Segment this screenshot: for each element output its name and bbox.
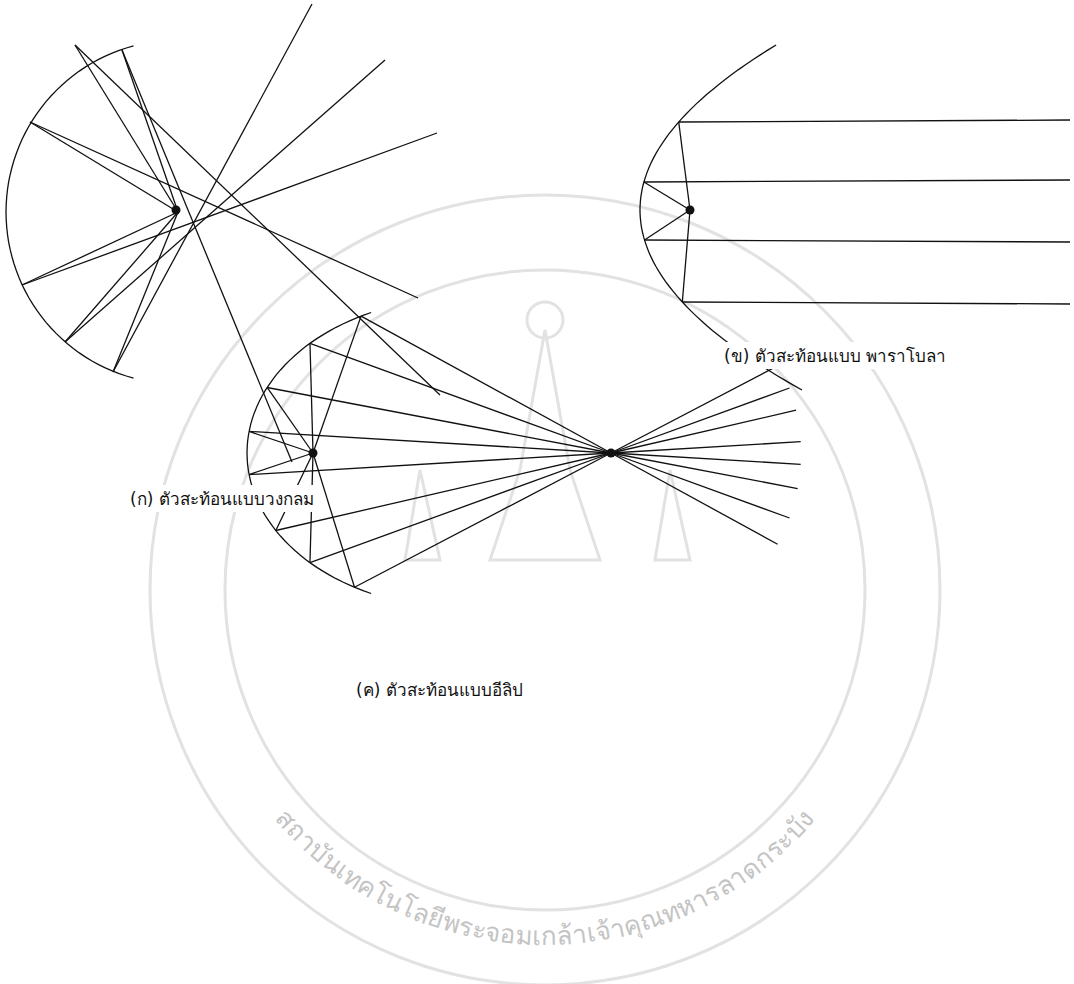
light-ray [310,343,611,453]
light-ray [611,410,796,453]
light-ray [611,453,801,464]
light-ray [644,180,1070,182]
light-ray [611,442,801,453]
figure-caption: (ก) ตัวสะท้อนแบบวงกลม [128,485,316,512]
focal-point [606,449,615,458]
watermark-text: สถาบันเทคโนโลยีพระจอมเกล้าเจ้าคุณทหารลาด… [270,803,821,950]
light-ray [122,50,178,212]
figure-caption: (ข) ตัวสะท้อนแบบ พาราโบลา [722,342,948,369]
elliptical-reflector [247,313,801,594]
light-ray [679,120,1070,122]
light-ray [310,343,313,453]
light-ray [679,122,690,210]
focal-point [309,449,318,458]
watermark-seal [150,195,940,984]
light-ray [682,302,1070,304]
light-ray [611,365,779,453]
light-ray [361,316,611,453]
light-ray [310,453,611,563]
light-ray [65,212,178,342]
light-ray [30,122,178,212]
light-ray [113,4,312,372]
parabola-curve [640,45,802,390]
light-ray [267,387,313,453]
watermark-path [190,590,900,945]
light-ray [276,453,611,531]
light-ray [122,50,292,462]
light-ray [22,212,178,285]
circle-arc [6,46,134,378]
light-ray [611,453,778,544]
light-ray [313,453,354,587]
focal-point [686,206,695,215]
focal-point [172,206,181,215]
figure-caption: (ค) ตัวสะท้อนแบบอีลิป [354,676,525,703]
light-ray [611,453,790,518]
light-ray [313,316,361,453]
light-ray [611,388,790,453]
light-ray [645,240,1071,242]
light-ray [75,45,440,395]
light-ray [249,431,611,453]
parabolic-reflector [640,45,1070,390]
light-ray [65,60,385,342]
light-ray [113,212,178,372]
watermark-text: สถาบันเทคโนโลยีพระจอมเกล้าเจ้าคุณทหารลาด… [270,803,821,950]
light-ray [645,210,691,240]
circular-reflector [6,4,440,462]
ellipse-arc [247,313,371,594]
light-ray [682,210,690,302]
light-ray [30,122,418,298]
light-ray [644,182,690,210]
light-ray [75,45,178,212]
light-ray [249,453,611,475]
light-ray [355,453,611,587]
